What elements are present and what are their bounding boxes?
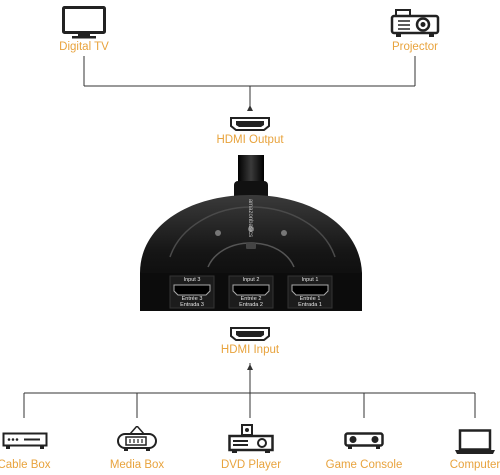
dvd-player-icon — [228, 424, 274, 454]
hdmi-input-port-icon — [229, 326, 271, 342]
digital-tv-label: Digital TV — [59, 41, 109, 53]
port-sublabel-entree-1: Entrée 1 — [299, 296, 321, 302]
hdmi-output-port-icon — [229, 116, 271, 132]
port-sublabel-entrada-1: Entrada 1 — [298, 302, 322, 308]
media-box-label: Media Box — [109, 459, 165, 471]
port-sublabel-entree-3: Entrée 3 — [181, 296, 203, 302]
projector-icon — [390, 8, 440, 40]
port-sublabel-entrada-2: Entrada 2 — [239, 302, 263, 308]
dvd-player-label: DVD Player — [220, 459, 282, 471]
cable-box-icon — [2, 432, 48, 450]
game-console-label: Game Console — [325, 459, 403, 471]
media-box-icon — [116, 425, 158, 454]
projector-label: Projector — [391, 41, 439, 53]
port-label-input-2: Input 2 — [242, 277, 260, 283]
game-console-icon — [344, 432, 384, 450]
computer-label: Computer — [449, 459, 500, 471]
laptop-icon — [454, 429, 496, 455]
hdmi-switch-device: amazonbasics Input 3 Entrée 3 Entrada 3 … — [130, 155, 370, 325]
tv-icon — [62, 6, 106, 40]
port-label-input-1: Input 1 — [301, 277, 319, 283]
port-sublabel-entrada-3: Entrada 3 — [180, 302, 204, 308]
port-label-input-3: Input 3 — [183, 277, 201, 283]
hdmi-output-label: HDMI Output — [216, 134, 284, 146]
port-sublabel-entree-2: Entrée 2 — [240, 296, 262, 302]
hdmi-input-label: HDMI Input — [220, 344, 280, 356]
switch-brand-text: amazonbasics — [247, 198, 253, 238]
cable-box-label: Cable Box — [0, 459, 51, 471]
